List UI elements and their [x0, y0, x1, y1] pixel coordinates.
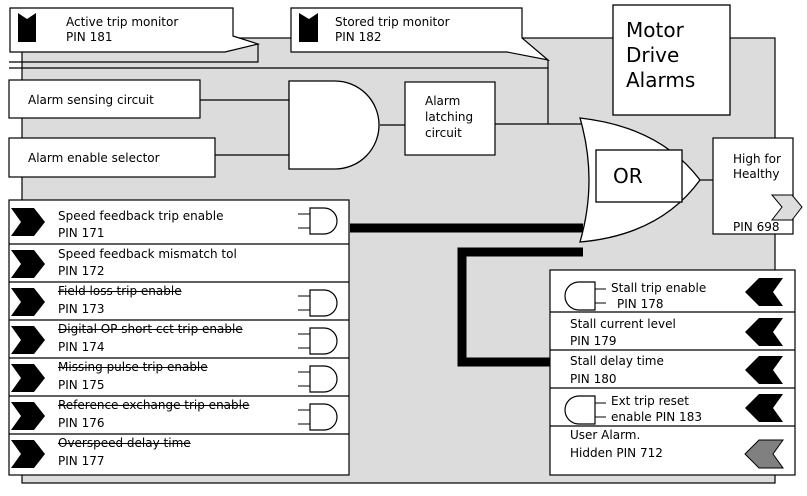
- latch-box: [404, 81, 496, 156]
- left-trip-pin: PIN 177: [58, 454, 105, 468]
- latch-line-3: circuit: [425, 126, 462, 140]
- left-gate-symbols: [309, 207, 338, 431]
- right-trip-pin: PIN 179: [570, 334, 617, 348]
- or-label: OR: [613, 164, 643, 188]
- output-line-2: Healthy: [733, 167, 780, 181]
- left-trip-name: Reference exchange trip enable: [58, 398, 250, 412]
- output-line-1: High for: [733, 152, 781, 166]
- or-label-box: [595, 149, 683, 203]
- right-trip-name: Stall trip enable: [611, 281, 707, 295]
- right-trip-pin: enable PIN 183: [611, 410, 702, 424]
- alarm-sensing-box: [8, 79, 201, 119]
- active-monitor-marker: [18, 13, 36, 42]
- active-monitor-label: Active trip monitor: [66, 15, 179, 29]
- left-trip-name: Missing pulse trip enable: [58, 360, 208, 374]
- right-row-dividers: [550, 311, 795, 427]
- right-row-markers: [745, 278, 783, 422]
- left-trip-name: Digital OP short cct trip enable: [58, 322, 243, 336]
- output-pin: PIN 698: [733, 220, 780, 234]
- right-trip-name: Ext trip reset: [611, 394, 689, 408]
- latch-line-1: Alarm: [425, 94, 461, 108]
- latch-line-2: latching: [425, 110, 474, 124]
- left-trip-name: Speed feedback trip enable: [58, 209, 224, 223]
- stored-monitor-label: Stored trip monitor: [335, 15, 450, 29]
- left-trip-pin: PIN 171: [58, 226, 105, 240]
- right-bus-wire: [457, 247, 583, 367]
- left-trip-pin: PIN 175: [58, 378, 105, 392]
- left-trips-panel: [8, 199, 350, 476]
- left-trip-pin: PIN 172: [58, 264, 105, 278]
- left-trip-name: Field loss trip enable: [58, 284, 182, 298]
- right-trip-pin: PIN 178: [617, 297, 664, 311]
- alarm-enable-box: [8, 137, 216, 178]
- right-trip-pin: PIN 180: [570, 372, 617, 386]
- right-trip-name: Stall current level: [570, 317, 676, 331]
- title-box: [612, 4, 731, 116]
- user-alarm-marker: [744, 439, 784, 469]
- output-marker: [770, 194, 803, 221]
- active-monitor-callout: [9, 7, 261, 53]
- and-gate: [288, 80, 380, 170]
- stored-monitor-marker: [299, 13, 318, 42]
- wire-active-monitor: [9, 44, 259, 63]
- alarm-enable-label: Alarm enable selector: [28, 151, 160, 165]
- left-row-dividers: [9, 243, 349, 435]
- right-gate-pins: [595, 288, 606, 418]
- left-trip-pin: PIN 174: [58, 340, 105, 354]
- title-line-2: Drive: [626, 43, 680, 67]
- right-trip-name: Stall delay time: [570, 354, 664, 368]
- title-line-1: Motor: [626, 18, 684, 42]
- right-trip-pin: Hidden PIN 712: [570, 446, 663, 460]
- alarm-sensing-label: Alarm sensing circuit: [28, 93, 154, 107]
- stored-monitor-pin: PIN 182: [335, 30, 382, 44]
- title-line-3: Alarms: [626, 68, 696, 92]
- right-trip-name: User Alarm.: [570, 428, 641, 442]
- left-row-markers: [11, 208, 45, 468]
- active-monitor-pin: PIN 181: [66, 30, 113, 44]
- stored-monitor-callout: [290, 7, 551, 62]
- right-gate-symbols: [564, 281, 596, 425]
- left-gate-pins: [298, 213, 310, 425]
- left-trip-pin: PIN 176: [58, 416, 105, 430]
- left-trip-name: Speed feedback mismatch tol: [58, 247, 237, 261]
- left-trip-pin: PIN 173: [58, 302, 105, 316]
- left-trip-name: Overspeed delay time: [58, 436, 191, 450]
